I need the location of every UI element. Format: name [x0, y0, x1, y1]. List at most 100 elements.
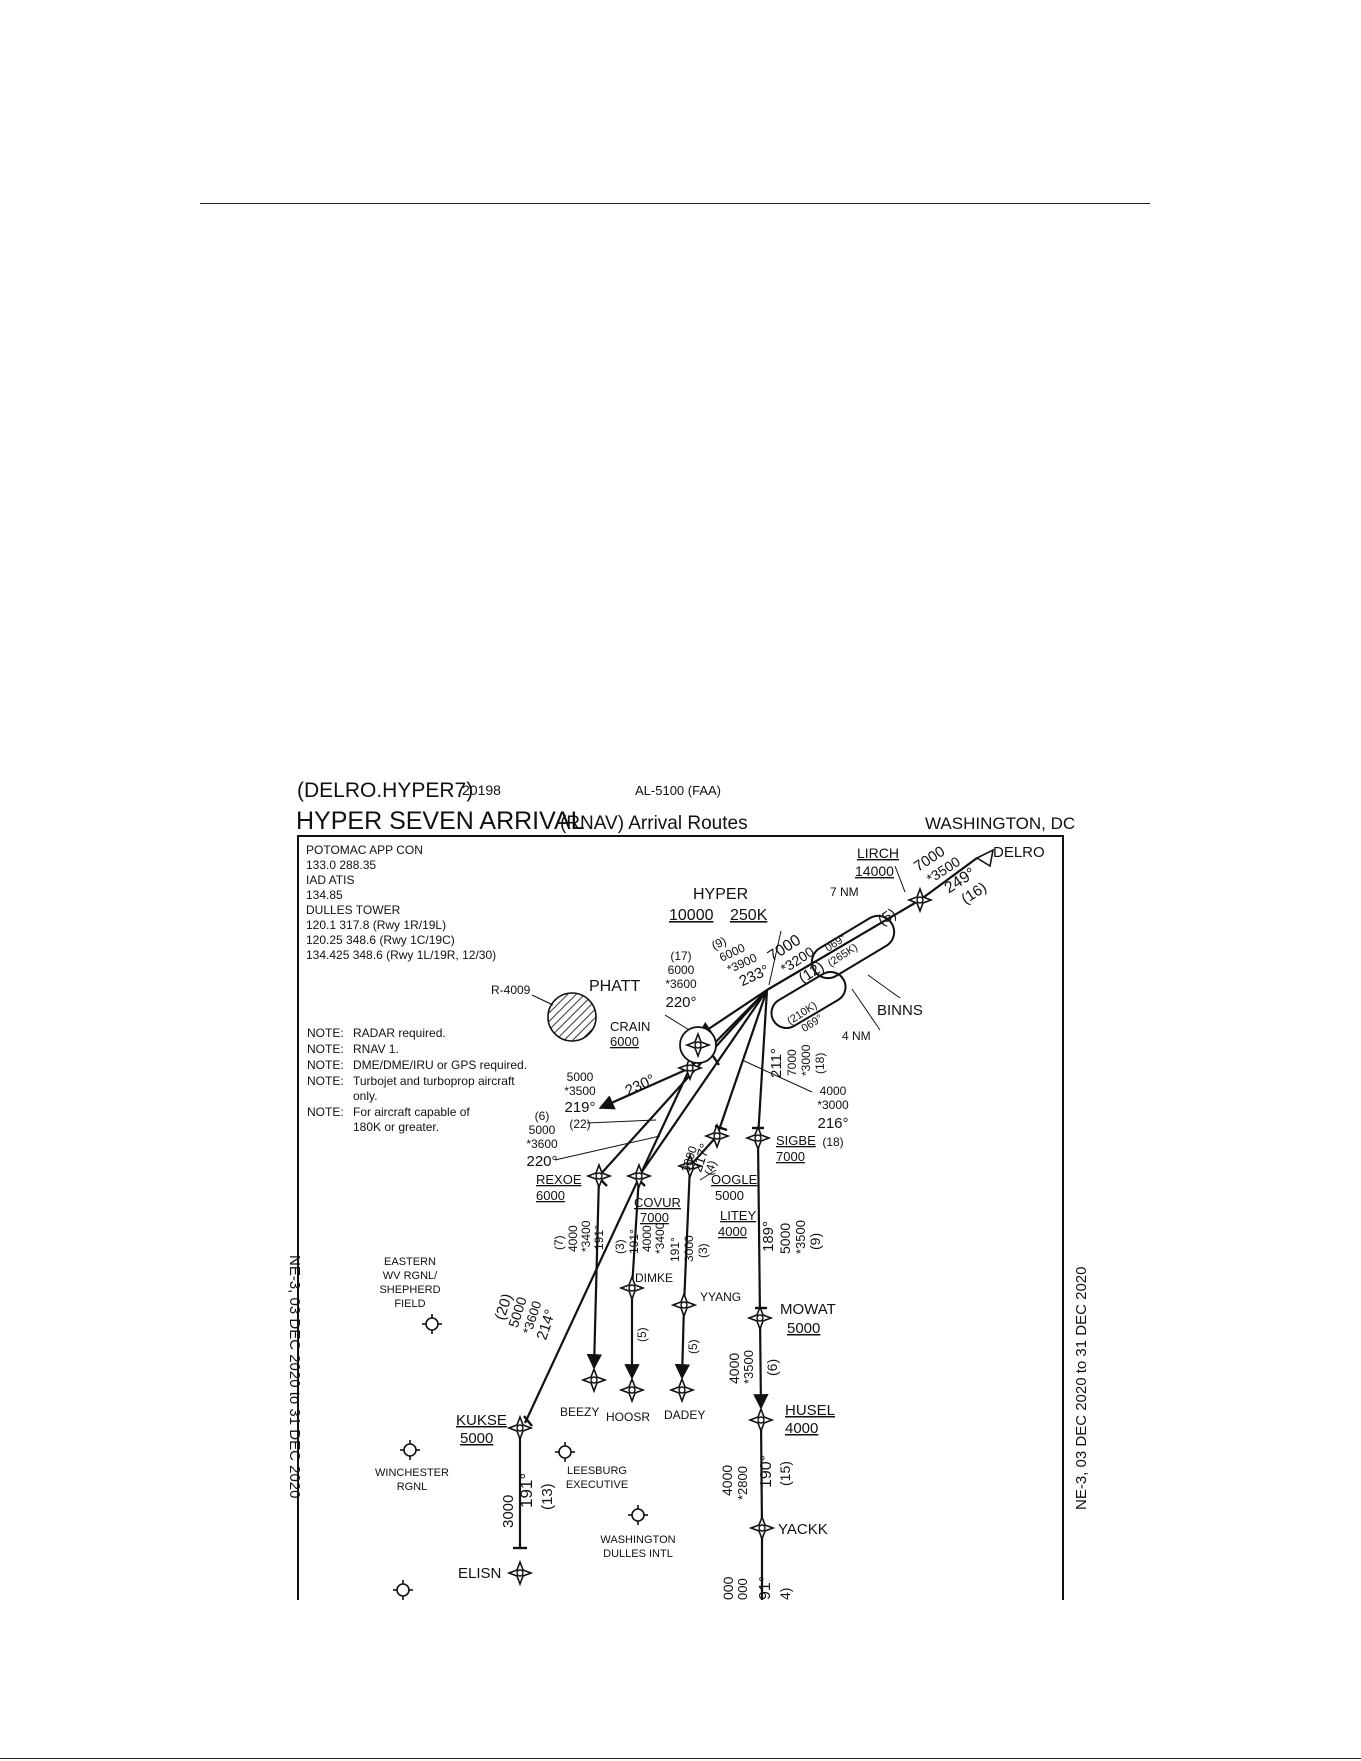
fix-yackk-icon [750, 1516, 774, 1540]
note-text: 180K or greater. [353, 1120, 439, 1134]
leg-230 [598, 1066, 691, 1110]
comm-line: 120.25 348.6 (Rwy 1C/19C) [306, 933, 455, 947]
comm-line: 133.0 288.35 [306, 858, 376, 872]
airport-label: LEESBURG [567, 1465, 627, 1477]
cycle-number: 20198 [462, 782, 501, 798]
leg-label: 191° [517, 1473, 536, 1508]
note-prefix: NOTE: [307, 1105, 344, 1119]
leg-hyper-oogle [715, 989, 769, 1137]
leg-label: 216° [817, 1115, 848, 1132]
fix-beezy-icon [582, 1368, 606, 1392]
leg-label: *3400 [579, 1220, 593, 1252]
fix-label-kukse-alt: 5000 [460, 1430, 493, 1447]
leg-label: 5000 [777, 1223, 793, 1254]
fix-label-sigbe: SIGBE [776, 1133, 816, 1148]
leg-mowat-husel [753, 1317, 769, 1410]
airport-label: SHEPHERD [379, 1284, 440, 1296]
leg-label: 91° [757, 1576, 774, 1600]
leg-label: *3600 [526, 1137, 558, 1151]
leg-label: 191° [668, 1237, 682, 1262]
leg-rexoe-beezy [586, 1175, 603, 1370]
airport-labels: EASTERN WV RGNL/ SHEPHERD FIELD WINCHEST… [375, 1256, 676, 1560]
leg-oogle-litey [689, 1135, 718, 1167]
fix-label-dadey: DADEY [664, 1408, 705, 1422]
leg-label: 7 NM [830, 885, 859, 899]
notes-block: NOTE: RADAR required. NOTE: RNAV 1. NOTE… [307, 1026, 527, 1134]
leg-label: 220° [665, 994, 696, 1011]
leg-label: *3600 [665, 977, 697, 991]
airport-label: RGNL [397, 1481, 428, 1493]
leg-label: (18) [822, 1135, 843, 1149]
leg-label: 3000 [682, 1235, 696, 1262]
leg-husel-yackk [759, 1419, 764, 1529]
fix-elisn-icon [508, 1561, 532, 1585]
airport-label: WINCHESTER [375, 1467, 449, 1479]
leg-label: 7000 [785, 1049, 799, 1076]
leg-label: *3500 [793, 1220, 808, 1254]
fix-label-sigbe-alt: 7000 [776, 1149, 805, 1164]
fix-label-oogle: OOGLE [711, 1172, 758, 1187]
leg-label: (7) [552, 1235, 566, 1250]
leg-covur-dimke [630, 1175, 641, 1289]
leg-label: 191° [592, 1225, 606, 1250]
note-text: For aircraft capable of [353, 1105, 470, 1119]
top-rule [200, 203, 1150, 204]
leg-label: *3500 [741, 1350, 756, 1384]
left-effective-dates: NE-3, 03 DEC 2020 to 31 DEC 2020 [286, 1255, 303, 1498]
leg-label: 3000 [500, 1495, 517, 1528]
comm-line: DULLES TOWER [306, 903, 401, 917]
fix-symbols [508, 848, 995, 1585]
holding-pattern-lirch [810, 914, 896, 980]
leg-label: 189° [760, 1221, 777, 1252]
note-text: RNAV 1. [353, 1042, 399, 1056]
leg-label: 230° [623, 1071, 658, 1100]
leader-lines [554, 865, 906, 1181]
leg-label: 4000 [726, 1353, 742, 1384]
leg-label: 211° [768, 1048, 785, 1078]
note-prefix: NOTE: [307, 1026, 344, 1040]
note-prefix: NOTE: [307, 1058, 344, 1072]
airport-label: DULLES INTL [603, 1548, 673, 1560]
fix-label-covur-alt: 7000 [640, 1210, 669, 1225]
comm-line: IAD ATIS [306, 873, 354, 887]
note-text: Turbojet and turboprop aircraft [353, 1074, 515, 1088]
leg-crain-kukse [524, 1067, 691, 1424]
fix-dadey-icon [670, 1378, 694, 1402]
fix-label-hyper-speed: 250K [730, 907, 768, 924]
leg-label: 4000 [719, 1465, 735, 1496]
fix-label-hoosr: HOOSR [606, 1410, 650, 1424]
restricted-area-leader [531, 994, 554, 1006]
leg-litey-yyang [682, 1165, 692, 1306]
comm-line: 134.85 [306, 888, 343, 902]
fix-label-elisn: ELISN [458, 1565, 501, 1582]
comm-line: 120.1 317.8 (Rwy 1R/19L) [306, 918, 446, 932]
fix-label-lirch-alt: 14000 [855, 863, 894, 879]
leg-label: *2800 [735, 1466, 750, 1500]
leg-label: 000 [735, 1578, 750, 1600]
leg-label: 219° [564, 1099, 595, 1116]
airport-label: FIELD [394, 1298, 425, 1310]
leg-label: 4) [777, 1588, 793, 1600]
fix-label-dimke: DIMKE [635, 1271, 673, 1285]
fix-label-delro: DELRO [993, 844, 1045, 861]
airport-dulles-icon [627, 1504, 649, 1526]
computer-code: (DELRO.HYPER7) [297, 779, 473, 802]
bottom-rule [0, 1758, 1361, 1759]
leg-label: (6) [535, 1109, 550, 1123]
fix-labels: DELRO LIRCH 14000 HYPER 10000 250K BINNS… [456, 844, 1045, 1582]
leg-label: *3000 [799, 1044, 813, 1076]
communications-block: POTOMAC APP CON 133.0 288.35 IAD ATIS 13… [306, 843, 496, 962]
leg-label: 4 NM [842, 1029, 871, 1043]
leg-label: *3000 [817, 1098, 849, 1112]
leg-label: 220° [526, 1153, 557, 1170]
chart-frame [297, 835, 1064, 1600]
leg-label: (5) [635, 1327, 649, 1342]
fix-label-litey: LITEY [720, 1208, 756, 1223]
leg-label: (5) [875, 905, 900, 929]
fix-hoosr-icon [620, 1378, 644, 1402]
leg-label: 6000 [668, 963, 695, 977]
fix-husel-icon [749, 1408, 773, 1432]
fix-label-crain: CRAIN [610, 1019, 650, 1034]
fix-label-beezy: BEEZY [560, 1405, 599, 1419]
leg-label: 190° [758, 1455, 775, 1488]
